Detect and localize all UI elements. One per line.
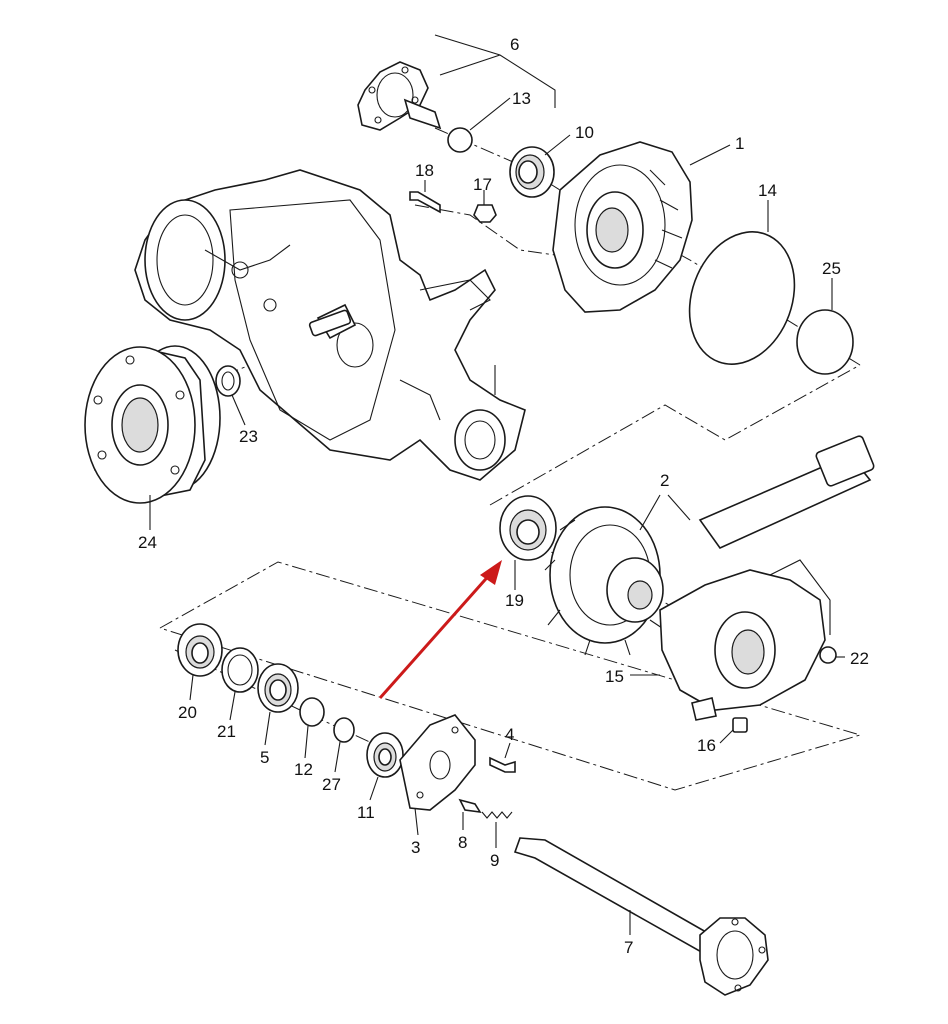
- part-3-plate: [399, 714, 476, 811]
- part-12-ring: [299, 697, 325, 727]
- callout-22: 22: [850, 649, 869, 668]
- part-10-seal: [509, 146, 555, 198]
- part-17-plug: [473, 204, 497, 223]
- callout-21: 21: [217, 722, 236, 741]
- part-18-bolt: [409, 191, 441, 214]
- callout-12: 12: [294, 760, 313, 779]
- callout-4: 4: [505, 725, 514, 744]
- part-14-o-ring: [688, 231, 796, 365]
- part-6-flange-shaft: [357, 61, 442, 131]
- callout-20: 20: [178, 703, 197, 722]
- callout-11: 11: [357, 803, 375, 822]
- callout-15: 15: [605, 667, 624, 686]
- part-13-o-ring: [447, 127, 473, 153]
- main-housing: [134, 169, 526, 481]
- callout-3: 3: [411, 838, 420, 857]
- part-15-side-cover: [659, 559, 831, 711]
- callout-23: 23: [239, 427, 258, 446]
- callout-10: 10: [575, 123, 594, 142]
- red-arrow-pointer: [378, 560, 502, 699]
- callout-27: 27: [322, 775, 341, 794]
- part-24-flange-housing: [84, 345, 221, 504]
- part-1-cover: [552, 141, 693, 313]
- part-25-o-ring: [796, 309, 854, 375]
- part-5-seal: [257, 663, 299, 713]
- leader-lines: [149, 34, 845, 935]
- callout-19: 19: [505, 591, 524, 610]
- part-19-bearing: [499, 495, 557, 561]
- part-8-pin: [458, 798, 482, 814]
- part-20-bearing: [177, 623, 223, 677]
- part-9-spring: [481, 811, 513, 819]
- part-7-output-shaft: [513, 837, 769, 996]
- callout-17: 17: [473, 175, 492, 194]
- part-23-seal: [215, 365, 241, 397]
- callout-8: 8: [458, 833, 467, 852]
- callout-labels: 6 13 10 1 18 17 14 25 23 2 24 19 22 15 2…: [138, 35, 869, 957]
- part-11-bearing: [366, 732, 404, 778]
- callout-13: 13: [512, 89, 531, 108]
- callout-9: 9: [490, 851, 499, 870]
- callout-18: 18: [415, 161, 434, 180]
- part-21-shim: [221, 647, 259, 693]
- callout-6: 6: [510, 35, 519, 54]
- part-27-circlip: [333, 717, 355, 743]
- callout-25: 25: [822, 259, 841, 278]
- callout-7: 7: [624, 938, 633, 957]
- part-22-o-ring: [819, 646, 837, 664]
- callout-5: 5: [260, 748, 269, 767]
- part-2-differential: [544, 435, 875, 656]
- callout-1: 1: [735, 134, 744, 153]
- callout-14: 14: [758, 181, 777, 200]
- part-4-bolt: [489, 756, 516, 773]
- callout-16: 16: [697, 736, 716, 755]
- callout-24: 24: [138, 533, 157, 552]
- part-16-plug: [691, 697, 748, 733]
- callout-2: 2: [660, 471, 669, 490]
